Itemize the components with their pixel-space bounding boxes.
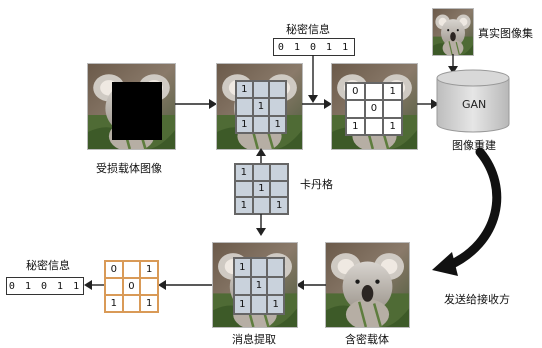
grid-cell [269, 81, 286, 99]
grid-cell: 0 [122, 278, 141, 295]
grid-cell [235, 180, 253, 198]
filled-grid-top: 0 1 0 1 1 [345, 82, 403, 136]
grid-cell [364, 117, 384, 135]
image-reconstruction-label: 图像重建 [452, 139, 496, 152]
secret-info-top-label: 秘密信息 [286, 23, 330, 36]
arrow-filled-to-gan [417, 99, 439, 109]
real-image-set-thumb [432, 8, 474, 56]
arrow-grille-down [256, 214, 266, 236]
grille-overlay-bottom: 1 1 1 1 [233, 257, 285, 315]
grid-cell [383, 100, 402, 118]
grid-cell: 0 [105, 261, 123, 278]
grid-cell [140, 278, 158, 295]
secret-info-left-label: 秘密信息 [26, 259, 70, 272]
grid-cell [105, 278, 123, 295]
extraction-image: 1 1 1 1 [212, 242, 298, 328]
arrow-grid-to-bits [84, 280, 104, 290]
grid-cell [234, 276, 251, 296]
damaged-carrier-label: 受损载体图像 [96, 162, 162, 175]
secret-bits-left: 0 1 0 1 1 [6, 277, 84, 295]
grid-cell: 1 [105, 295, 123, 312]
message-extraction-label: 消息提取 [232, 333, 276, 346]
arrow-bits-down [308, 55, 318, 103]
grid-cell: 1 [346, 117, 365, 135]
grille-overlay-top: 1 1 1 1 [235, 80, 287, 134]
real-image-set-label: 真实图像集 [478, 27, 533, 40]
grid-cell: 1 [234, 295, 251, 314]
grid-cell: 1 [269, 115, 286, 133]
arrow-overlay-to-filled [302, 99, 332, 109]
damage-mask [112, 82, 162, 140]
curved-arrow-send [432, 148, 502, 276]
stego-carrier-image [325, 242, 410, 328]
grid-cell [270, 164, 288, 181]
grid-cell: 1 [267, 295, 284, 314]
grid-cell [252, 115, 270, 133]
grid-cell: 1 [140, 295, 158, 312]
grid-cell: 1 [236, 115, 253, 133]
grid-cell [250, 258, 268, 277]
grid-cell [252, 164, 271, 181]
grid-cell [346, 100, 365, 118]
grid-cell [267, 276, 284, 296]
grid-cell: 1 [235, 197, 253, 214]
cardan-grille: 1 1 1 1 [234, 163, 289, 215]
secret-bits-top: 0 1 0 1 1 [273, 38, 355, 56]
arrow-realset-to-gan [448, 54, 458, 74]
extracted-grid: 0 1 0 1 1 [104, 260, 159, 313]
grid-cell [269, 98, 286, 116]
grid-cell [270, 180, 288, 198]
damaged-carrier-image [87, 63, 176, 150]
grid-cell: 0 [346, 83, 365, 101]
send-to-receiver-label: 发送给接收方 [444, 293, 510, 306]
grid-cell [122, 295, 141, 312]
arrow-extract-to-grid [158, 280, 212, 290]
grid-cell [267, 258, 284, 277]
gan-cylinder [436, 69, 510, 133]
grid-cell: 1 [270, 197, 288, 214]
grid-cell [236, 98, 253, 116]
grid-cell: 1 [235, 164, 253, 181]
grid-cell [122, 261, 141, 278]
grid-cell: 1 [252, 180, 271, 198]
grid-cell: 1 [383, 83, 402, 101]
arrow-damaged-to-overlay [175, 99, 217, 109]
grid-cell: 1 [383, 117, 402, 135]
stego-carrier-label: 含密载体 [345, 333, 389, 346]
gan-label: GAN [462, 98, 487, 111]
grid-cell [364, 83, 384, 101]
grid-cell: 1 [250, 276, 268, 296]
grid-cell [252, 81, 270, 99]
grid-cell: 0 [364, 100, 384, 118]
arrow-stego-to-extract [296, 280, 326, 290]
grid-cell: 1 [140, 261, 158, 278]
overlay-image-top: 1 1 1 1 [216, 63, 303, 150]
grid-cell [250, 295, 268, 314]
cardan-grille-label: 卡丹格 [300, 178, 333, 191]
grid-cell: 1 [234, 258, 251, 277]
filled-image: 0 1 0 1 1 [331, 63, 418, 150]
grid-cell: 1 [236, 81, 253, 99]
grid-cell [252, 197, 271, 214]
grid-cell: 1 [252, 98, 270, 116]
